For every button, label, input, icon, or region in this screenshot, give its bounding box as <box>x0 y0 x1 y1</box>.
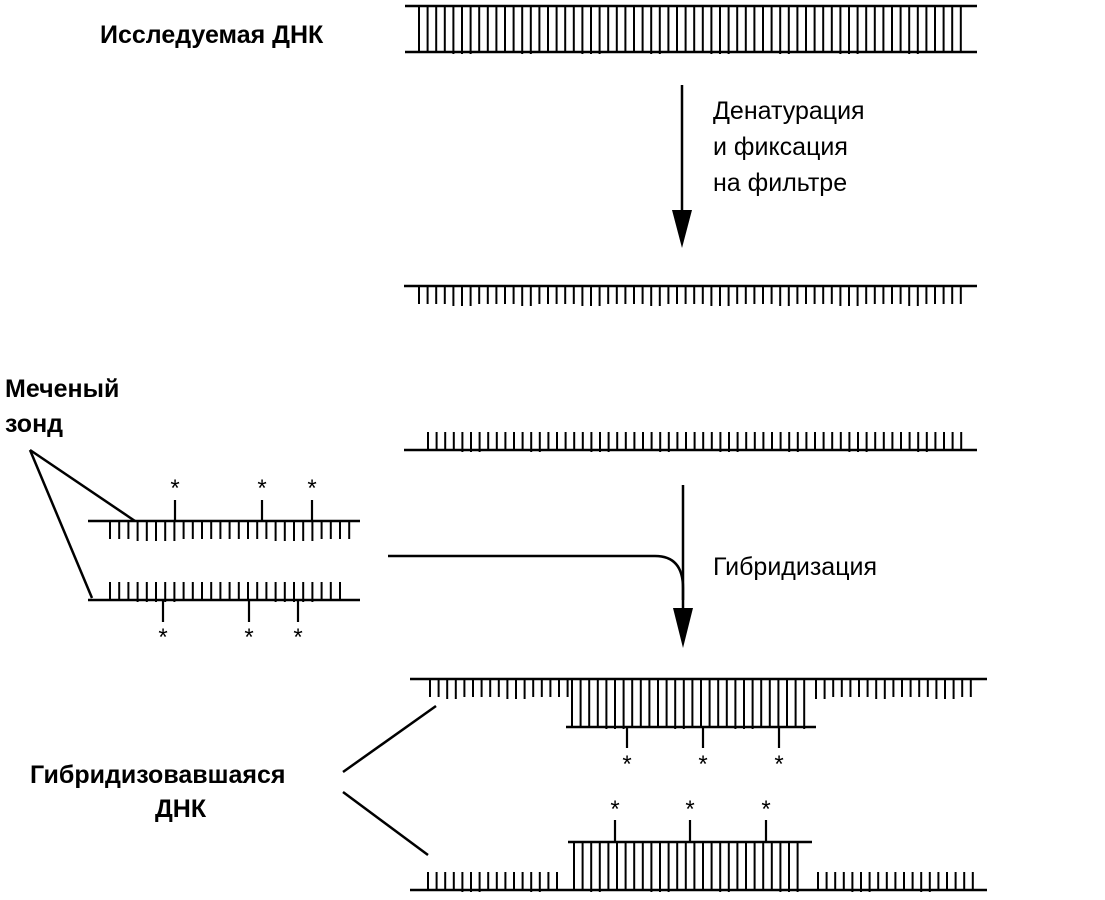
probe-pointer-line-lower <box>28 449 94 599</box>
hybrid-upper-marker-1-asterisk: * <box>622 751 631 778</box>
hybrid-lower-marker-1-asterisk: * <box>610 796 619 823</box>
hybridized-dna-label-line2: ДНК <box>155 795 207 823</box>
denaturation-label-line3: на фильтре <box>713 169 847 197</box>
hybrid-pointer-line-upper <box>342 704 437 774</box>
dna-strands-group: ************ <box>88 4 987 892</box>
hybridization-arrow-head <box>673 608 693 648</box>
denaturation-arrow-head <box>672 210 692 248</box>
probe-lower-marker-3-asterisk: * <box>293 624 302 651</box>
hybrid-lower-marker-2-asterisk: * <box>685 796 694 823</box>
probe-upper-marker-1-asterisk: * <box>170 475 179 502</box>
studied-dna-label: Исследуемая ДНК <box>100 21 324 49</box>
probe-pointer-line-upper <box>29 448 136 523</box>
hybridization-label: Гибридизация <box>713 553 877 581</box>
denaturation-label-line1: Денатурация <box>713 97 865 125</box>
hybrid-upper-marker-2-asterisk: * <box>698 751 707 778</box>
hybrid-upper-marker-3-asterisk: * <box>774 751 783 778</box>
hybridization-arrow-shaft <box>388 554 685 615</box>
probe-lower-marker-2-asterisk: * <box>244 624 253 651</box>
probe-lower-marker-1-asterisk: * <box>158 624 167 651</box>
probe-upper-marker-3-asterisk: * <box>307 475 316 502</box>
hybrid-lower-marker-3-asterisk: * <box>761 796 770 823</box>
denaturation-label-line2: и фиксация <box>713 133 848 161</box>
probe-label-line2: зонд <box>5 410 63 438</box>
hybrid-pointer-line-lower <box>342 790 429 857</box>
probe-upper-marker-2-asterisk: * <box>257 475 266 502</box>
probe-label-line1: Меченый <box>5 375 119 403</box>
hybridized-dna-label-line1: Гибридизовавшаяся <box>30 761 285 789</box>
